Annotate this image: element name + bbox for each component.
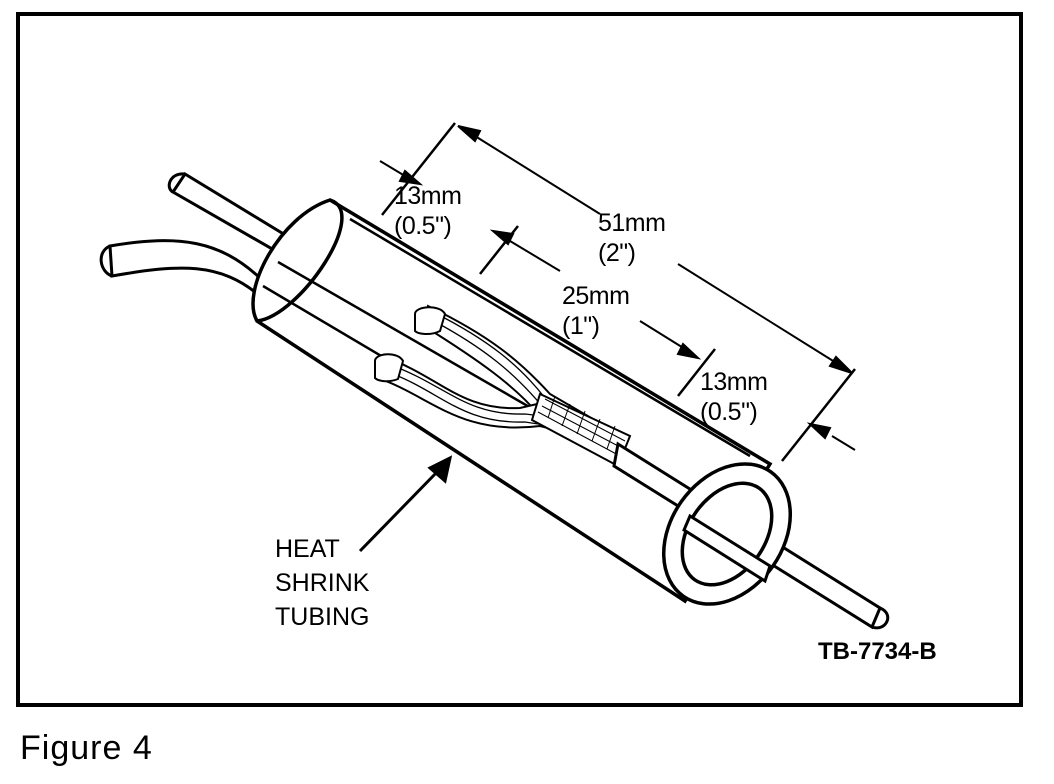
dim-center-metric: 25mm [562,282,630,310]
figure-caption: Figure 4 [20,729,153,767]
dim-center-imperial: (1") [562,312,600,340]
callout-arrow [358,455,453,553]
reference-code: TB-7734-B [818,638,937,665]
heat-shrink-tube [251,198,773,604]
tube-opening [661,462,793,606]
dim-end-left-metric: 13mm [394,182,462,210]
dim-end-left-imperial: (0.5") [394,212,452,240]
callout-line-2: SHRINK [275,569,370,597]
figure-frame: 13mm (0.5") 51mm (2") 25mm (1") 13mm (0.… [16,12,1023,707]
heat-shrink-callout: HEAT SHRINK TUBING [275,532,369,634]
dim-overall-imperial: (2") [598,239,636,267]
callout-line-1: HEAT [275,535,340,563]
diagram-illustration [99,122,890,630]
dimension-arrows [379,125,856,451]
dim-overall-metric: 51mm [598,209,666,237]
dim-end-right-metric: 13mm [700,368,768,396]
lower-wire [99,239,262,300]
callout-line-3: TUBING [275,603,370,631]
dim-end-right-imperial: (0.5") [700,398,758,426]
exposed-strands [374,304,632,468]
